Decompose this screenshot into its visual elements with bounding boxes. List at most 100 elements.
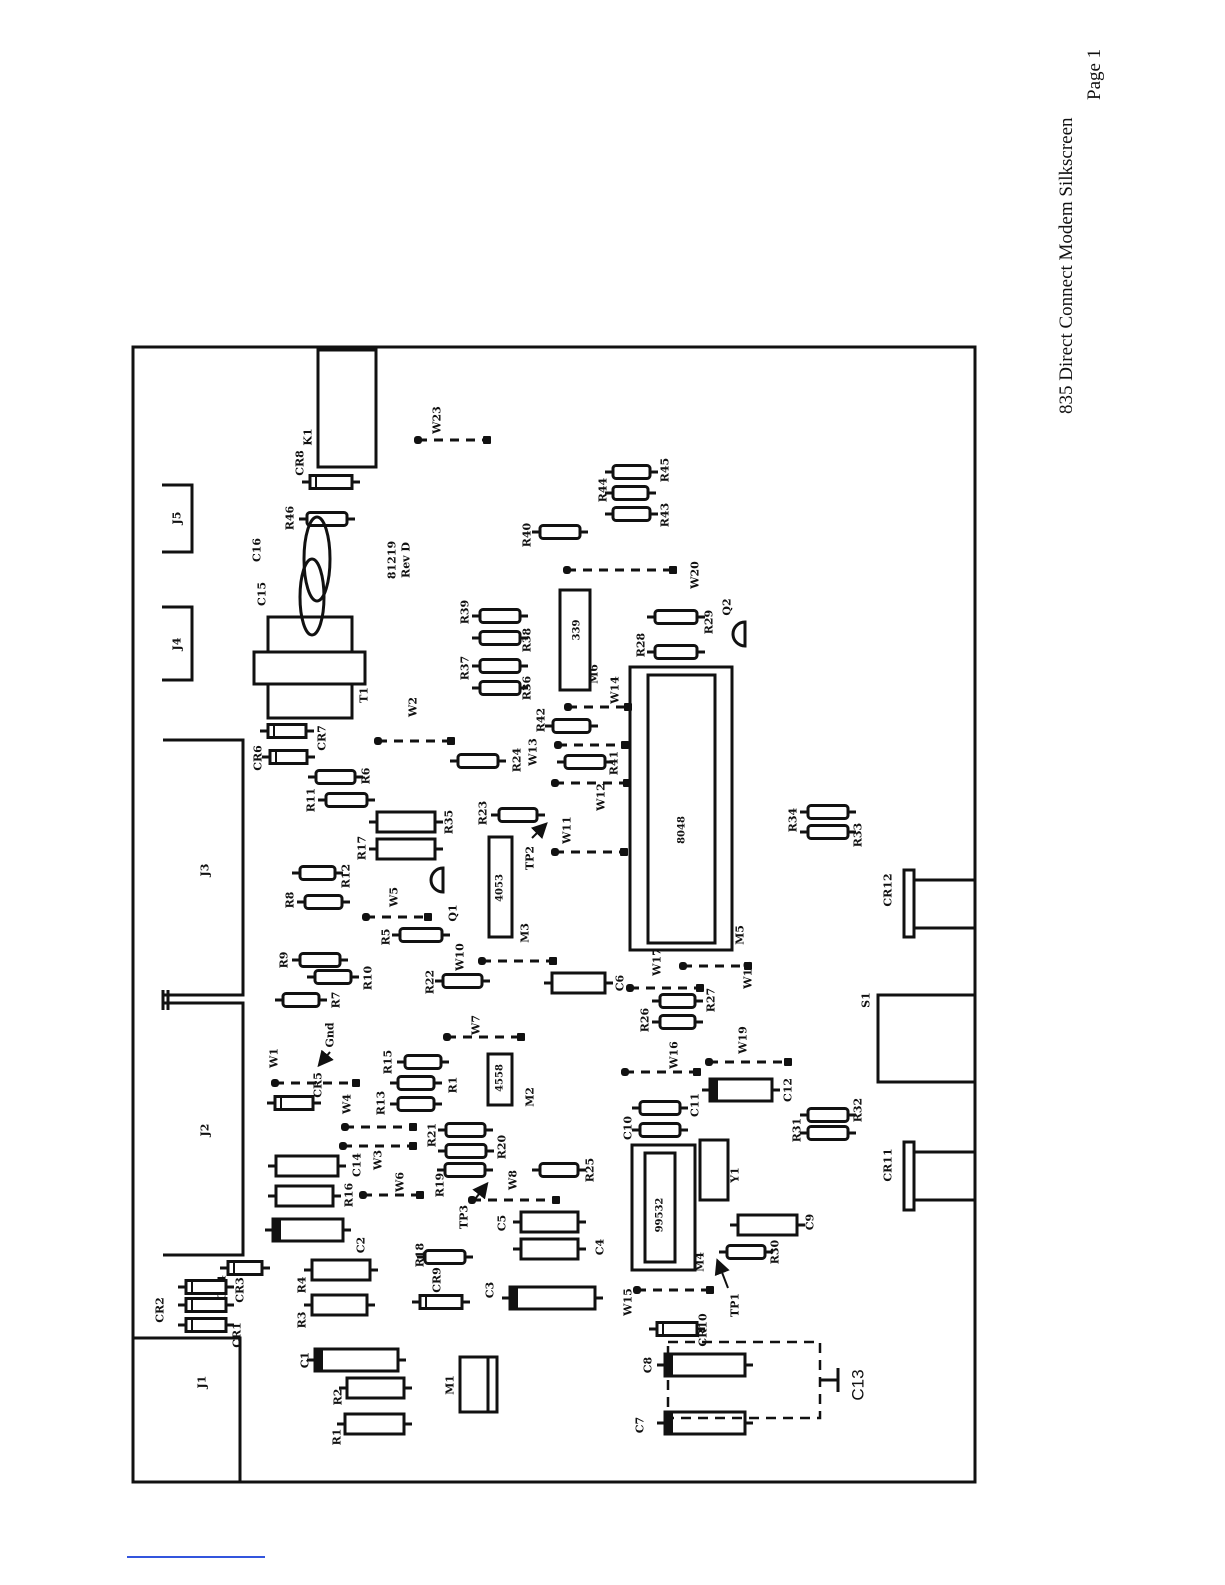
jumper-w17: W17 — [626, 948, 704, 992]
resistor-r44: R44 — [597, 477, 656, 502]
resistor-r7: R7 — [275, 992, 343, 1008]
connector-j4: J4 — [162, 605, 194, 682]
resistor-r25: R25 — [532, 1158, 597, 1182]
component-label: C10 — [622, 1116, 635, 1140]
transformer-t1: T1 — [252, 615, 371, 720]
body — [725, 1244, 767, 1260]
outline — [902, 1140, 916, 1212]
test-point-tp1: TP1 — [714, 1258, 742, 1317]
component-label: R35 — [443, 810, 456, 834]
ic-m2: M2 — [486, 1052, 537, 1107]
body — [538, 1162, 580, 1178]
component-label: C15 — [256, 582, 269, 606]
component-label: J5 — [171, 512, 184, 526]
body — [806, 804, 850, 820]
body — [274, 1154, 340, 1178]
body — [343, 1412, 406, 1436]
capacitor-c3: C3 — [484, 1282, 603, 1311]
resistor-r8: R8 — [284, 891, 350, 910]
body — [658, 1014, 697, 1030]
diode-cr6: CR6 — [252, 745, 315, 771]
outline — [902, 868, 916, 939]
pad — [271, 1079, 279, 1087]
diode-cr8: CR8 — [294, 450, 360, 490]
component-label: C9 — [804, 1214, 817, 1230]
resistor-r20: R20 — [438, 1134, 509, 1159]
component-label: J1 — [196, 1376, 209, 1390]
crystal-y1: Y1 — [698, 1138, 742, 1202]
resistor-r13: R13 — [375, 1091, 442, 1115]
resistor-r38: R38 — [472, 627, 534, 652]
outline — [131, 1336, 242, 1484]
resistor-r34: R34 — [787, 804, 856, 832]
component-label: W13 — [527, 738, 540, 767]
jumper-w14: W14 — [564, 676, 632, 711]
component-label: R40 — [521, 522, 534, 547]
component-label: W15 — [622, 1288, 635, 1317]
pad — [696, 984, 704, 992]
component-label: J4 — [171, 637, 184, 651]
component-label: C1 — [299, 1352, 312, 1368]
component-label: W12 — [595, 783, 608, 812]
pad — [621, 1068, 629, 1076]
component-label: R42 — [535, 708, 548, 732]
resistor-r27: R27 — [652, 988, 718, 1012]
jumper-w19: W19 — [705, 1026, 792, 1066]
pad — [549, 957, 557, 965]
switch-s1: S1 — [860, 992, 977, 1084]
resistor-r24: R24 — [450, 747, 524, 772]
jumper-w11: W11 — [551, 816, 628, 856]
capacitor-c5: C5 — [496, 1210, 586, 1234]
pad — [744, 962, 752, 970]
body — [538, 524, 582, 540]
component-label: CR2 — [154, 1297, 167, 1323]
outline — [630, 1143, 697, 1272]
pad — [443, 1033, 451, 1041]
body — [184, 1297, 228, 1313]
component-label: M2 — [524, 1087, 537, 1107]
jumper-w16: W16 — [621, 1041, 701, 1076]
component-label: R33 — [852, 823, 865, 847]
component-label: R12 — [340, 864, 353, 888]
component-label: 99532 — [655, 1198, 666, 1233]
component-label: W18 — [742, 961, 755, 990]
jumper-w5: W5 — [362, 887, 432, 921]
body — [313, 1347, 400, 1373]
pad — [424, 913, 432, 921]
jumper-w8: W8 — [468, 1170, 560, 1204]
component-label: R25 — [584, 1158, 597, 1182]
body — [478, 658, 522, 674]
component-label: CR11 — [882, 1148, 895, 1181]
resistor-r16: R16 — [268, 1182, 356, 1208]
pad — [359, 1191, 367, 1199]
diode-cr12: CR12 — [882, 868, 975, 939]
pad — [626, 984, 634, 992]
component-label: S1 — [860, 992, 873, 1008]
test-point-tp3: TP3 — [458, 1181, 489, 1229]
component-label: R9 — [278, 952, 291, 969]
transistor-q1: Q1 — [429, 866, 460, 922]
jumper-w7: W7 — [443, 1015, 525, 1041]
capacitor-c10: C10 — [622, 1116, 688, 1140]
transistor-q2: Q2 — [721, 598, 747, 648]
ic-m5: M5 — [628, 665, 747, 952]
component-label: C8 — [642, 1356, 655, 1373]
component-label: R8 — [284, 891, 297, 908]
component-label: CR1 — [231, 1322, 244, 1348]
connector-j3: J3 — [161, 738, 245, 1010]
capacitor-c1: C1 — [299, 1347, 406, 1373]
body — [345, 1376, 406, 1400]
pad — [447, 737, 455, 745]
component-label: R46 — [284, 505, 297, 530]
body — [736, 1213, 799, 1237]
resistor-r42: R42 — [535, 708, 598, 734]
resistor-r31: R31 — [791, 1107, 856, 1142]
hyperlink-underline[interactable] — [127, 1556, 265, 1558]
diode-cr11: CR11 — [882, 1140, 975, 1212]
resistor-r30: R30 — [719, 1239, 782, 1264]
component-label: Q2 — [721, 598, 734, 615]
capacitor-c13: C13 — [666, 1340, 868, 1420]
component-label: W19 — [737, 1026, 750, 1055]
pad — [478, 957, 486, 965]
component-label: W1 — [268, 1048, 281, 1069]
